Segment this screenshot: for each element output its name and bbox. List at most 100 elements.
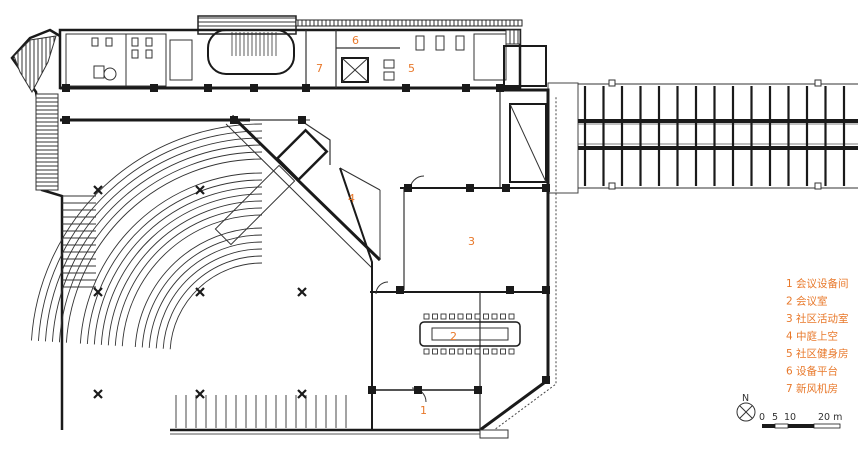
seat-row: [121, 214, 263, 347]
chair: [483, 313, 489, 320]
bridge-walkway: [547, 79, 858, 194]
legend-item-5: 5 社区健身房: [786, 347, 849, 360]
x-mark: [297, 389, 307, 399]
room-num-5: 5: [408, 62, 415, 75]
auditorium-seating: [31, 123, 347, 428]
column: [204, 84, 212, 92]
scale-label-5: 5: [772, 412, 778, 423]
chair: [483, 348, 489, 355]
x-mark: [195, 185, 205, 195]
seat-row: [162, 255, 263, 349]
column: [542, 286, 550, 294]
room-numbers: 1 2 3 4 5 6 7: [316, 34, 475, 417]
north-arrow: N: [736, 393, 756, 422]
seat-row: [58, 151, 263, 343]
chair: [440, 313, 447, 320]
north-label: N: [742, 393, 749, 404]
chair: [432, 313, 438, 320]
seat-row: [134, 227, 263, 348]
seat-row: [31, 123, 263, 341]
column: [542, 184, 550, 192]
column: [250, 84, 258, 92]
x-mark: [195, 287, 205, 297]
seat-row: [93, 186, 263, 345]
chair: [423, 313, 430, 320]
chair: [449, 348, 455, 355]
column: [368, 386, 376, 394]
service-block: [58, 15, 547, 90]
column-x-marks: [93, 185, 307, 399]
legend: 1 会议设备间 2 会议室 3 社区活动室 4 中庭上空 5 社区健身房 6 设备平台 7 …: [786, 277, 849, 395]
chair: [466, 313, 472, 320]
structural-columns: [62, 84, 550, 394]
room-num-2: 2: [450, 330, 457, 343]
column: [150, 84, 158, 92]
x-mark: [195, 389, 205, 399]
column: [414, 386, 422, 394]
room-num-4: 4: [348, 192, 355, 205]
legend-item-7: 7 新风机房: [786, 382, 838, 395]
x-mark: [93, 287, 103, 297]
column: [230, 116, 238, 124]
chair: [500, 348, 506, 355]
column: [502, 184, 510, 192]
seat-row: [100, 193, 263, 345]
column: [404, 184, 412, 192]
seat-row: [107, 200, 263, 346]
seat-row: [37, 130, 263, 341]
chair: [491, 348, 498, 355]
seat-row: [155, 248, 263, 349]
seat-row: [44, 137, 263, 342]
seat-row: [114, 207, 263, 346]
seat-row: [79, 172, 263, 344]
x-mark: [93, 389, 103, 399]
scale-label-10: 10: [784, 412, 796, 423]
seat-row: [65, 158, 263, 343]
chair: [508, 348, 515, 355]
chair: [432, 348, 438, 355]
chair: [449, 313, 455, 320]
room-num-7: 7: [316, 62, 323, 75]
seat-row: [169, 262, 263, 350]
chair: [457, 348, 464, 355]
chair: [474, 313, 481, 320]
column: [298, 116, 306, 124]
chair: [440, 348, 447, 355]
chair: [466, 348, 472, 355]
x-mark: [93, 185, 103, 195]
column: [466, 184, 474, 192]
column: [302, 84, 310, 92]
column: [62, 116, 70, 124]
column: [396, 286, 404, 294]
seat-row: [148, 241, 263, 348]
atrium-structure: [214, 114, 382, 430]
seat-row: [86, 179, 263, 345]
chair: [474, 348, 481, 355]
scale-label-0: 0: [759, 412, 765, 423]
legend-item-1: 1 会议设备间: [786, 277, 849, 290]
column: [474, 386, 482, 394]
legend-item-3: 3 社区活动室: [786, 312, 849, 325]
room-num-6: 6: [352, 34, 359, 47]
legend-item-2: 2 会议室: [786, 295, 828, 308]
scale-bar: 0 5 10 20 m: [759, 412, 842, 429]
chair: [423, 348, 430, 355]
room-num-1: 1: [420, 404, 427, 417]
column: [542, 376, 550, 384]
chair: [491, 313, 498, 320]
room-num-3: 3: [468, 235, 475, 248]
chair: [500, 313, 506, 320]
column: [402, 84, 410, 92]
column: [62, 84, 70, 92]
x-mark: [297, 287, 307, 297]
scale-label-20: 20 m: [818, 412, 842, 423]
legend-item-4: 4 中庭上空: [786, 330, 838, 343]
chair: [508, 313, 515, 320]
seat-row: [51, 144, 263, 342]
right-rooms: [370, 175, 548, 430]
chair: [457, 313, 464, 320]
column: [506, 286, 514, 294]
building-outline: [10, 28, 557, 439]
legend-item-6: 6 设备平台: [786, 365, 838, 378]
